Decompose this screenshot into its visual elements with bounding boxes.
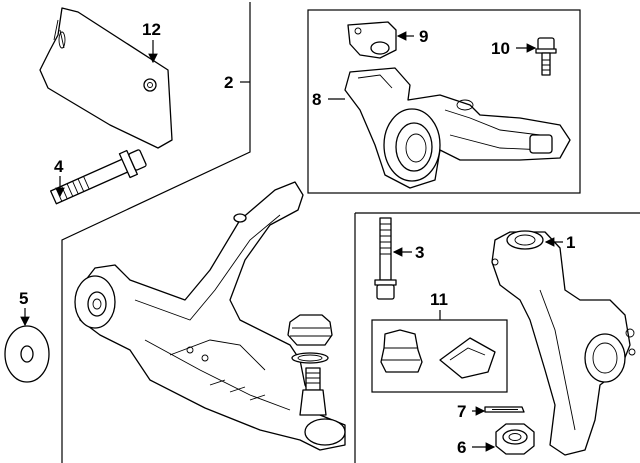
assembly-2-frame bbox=[61, 2, 251, 463]
lower-control-arm bbox=[74, 181, 346, 451]
bolt-4 bbox=[49, 149, 147, 205]
callout-7: 7 bbox=[457, 402, 466, 421]
callout-10: 10 bbox=[491, 39, 510, 58]
bracket-9 bbox=[347, 21, 397, 59]
callout-1: 1 bbox=[566, 233, 575, 252]
callout-3: 3 bbox=[415, 243, 424, 262]
callout-12: 12 bbox=[142, 20, 161, 39]
bushing-assembly bbox=[344, 67, 571, 189]
callout-5: 5 bbox=[19, 289, 28, 308]
nut-6 bbox=[495, 423, 535, 455]
callout-4: 4 bbox=[54, 157, 64, 176]
boot-kit bbox=[380, 329, 496, 379]
bolt-3 bbox=[374, 217, 397, 300]
splash-shield bbox=[39, 7, 173, 149]
callout-2: 2 bbox=[224, 73, 233, 92]
callout-8: 8 bbox=[312, 90, 321, 109]
cotter-pin bbox=[484, 406, 525, 413]
bushing-group-frame bbox=[307, 9, 581, 194]
callout-9: 9 bbox=[419, 27, 428, 46]
washer-5 bbox=[4, 325, 50, 383]
callout-11: 11 bbox=[430, 290, 448, 309]
ball-joint bbox=[287, 314, 333, 416]
steering-knuckle bbox=[491, 230, 636, 456]
callout-6: 6 bbox=[457, 438, 466, 457]
bolt-10 bbox=[535, 37, 557, 76]
